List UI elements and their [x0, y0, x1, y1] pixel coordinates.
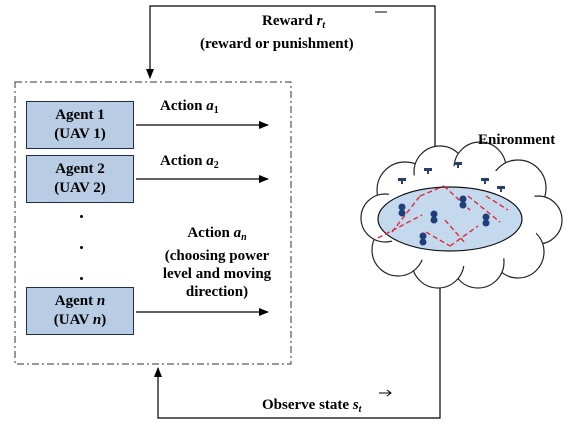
action-n-label: Action an (choosing power level and movi…: [150, 224, 284, 301]
reward-note: (reward or punishment): [200, 36, 354, 52]
agent-2-box: Agent 2 (UAV 2): [26, 155, 134, 203]
reward-label: Reward rt: [262, 13, 326, 31]
ellipsis-dot: [80, 277, 83, 280]
agent-1-box: Agent 1 (UAV 1): [26, 101, 134, 149]
action-1-label: Action a1: [160, 98, 219, 116]
environment-label: Enironment: [478, 132, 556, 148]
action-n-detail-line: (choosing power: [164, 248, 270, 264]
observe-state-arrow: [154, 278, 441, 419]
ellipsis-dot: [80, 246, 83, 249]
agent-group-frame: [14, 81, 292, 365]
agent-n-box: Agent n (UAV n): [26, 287, 134, 335]
reward-feedback-arrow: [146, 5, 436, 150]
action-2-label: Action a2: [160, 153, 219, 171]
ellipsis-dot: [80, 215, 83, 218]
action-n-detail-line: direction): [185, 284, 249, 300]
observe-state-label: Observe state st: [262, 397, 362, 415]
environment-cloud: [360, 141, 563, 289]
user-pool-ellipse: [377, 186, 523, 252]
action-n-detail-line: level and moving: [162, 266, 272, 282]
